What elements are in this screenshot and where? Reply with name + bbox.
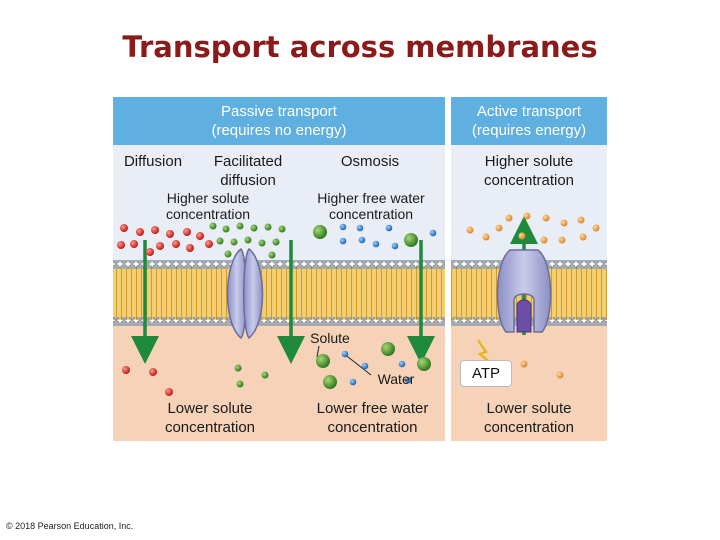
passive-transport-header: Passive transport (requires no energy) [211, 103, 347, 139]
green-solutes-bottom [234, 364, 269, 388]
carrier-protein [496, 249, 552, 333]
lower-free-water-label: Lower free water concentration [316, 400, 429, 436]
orange-solutes-top [466, 212, 600, 244]
red-solutes-bottom [122, 366, 173, 396]
passive-header-bg [113, 97, 445, 145]
lower-solute-label: Lower solute concentration [164, 400, 256, 436]
water-label: Water [377, 371, 415, 387]
green-solutes-top [209, 222, 286, 259]
facilitated-diffusion-label: Facilitated diffusion [213, 153, 283, 189]
active-header-bg [451, 97, 607, 145]
page-title: Transport across membranes [122, 30, 598, 64]
lower-solute-label-active: Lower solute concentration [483, 400, 575, 436]
copyright-notice: © 2018 Pearson Education, Inc. [6, 521, 134, 531]
osmosis-molecules-top [313, 223, 437, 250]
active-transport-header: Active transport (requires energy) [471, 103, 587, 139]
diffusion-label: Diffusion [123, 153, 183, 170]
orange-solutes-bottom [520, 360, 564, 379]
solute-pointer [316, 345, 320, 358]
red-solutes-top [117, 224, 213, 256]
higher-solute-label: Higher solute concentration [165, 190, 251, 222]
lipid-bilayer-passive [113, 260, 445, 326]
osmosis-molecules-bottom [316, 342, 431, 389]
higher-solute-label-active: Higher solute concentration [483, 153, 575, 189]
solute-label: Solute [310, 330, 350, 346]
atp-label: ATP [460, 360, 512, 387]
channel-protein [226, 247, 264, 340]
water-pointer [342, 352, 372, 376]
osmosis-label: Osmosis [340, 153, 400, 170]
higher-free-water-label: Higher free water concentration [317, 190, 425, 222]
